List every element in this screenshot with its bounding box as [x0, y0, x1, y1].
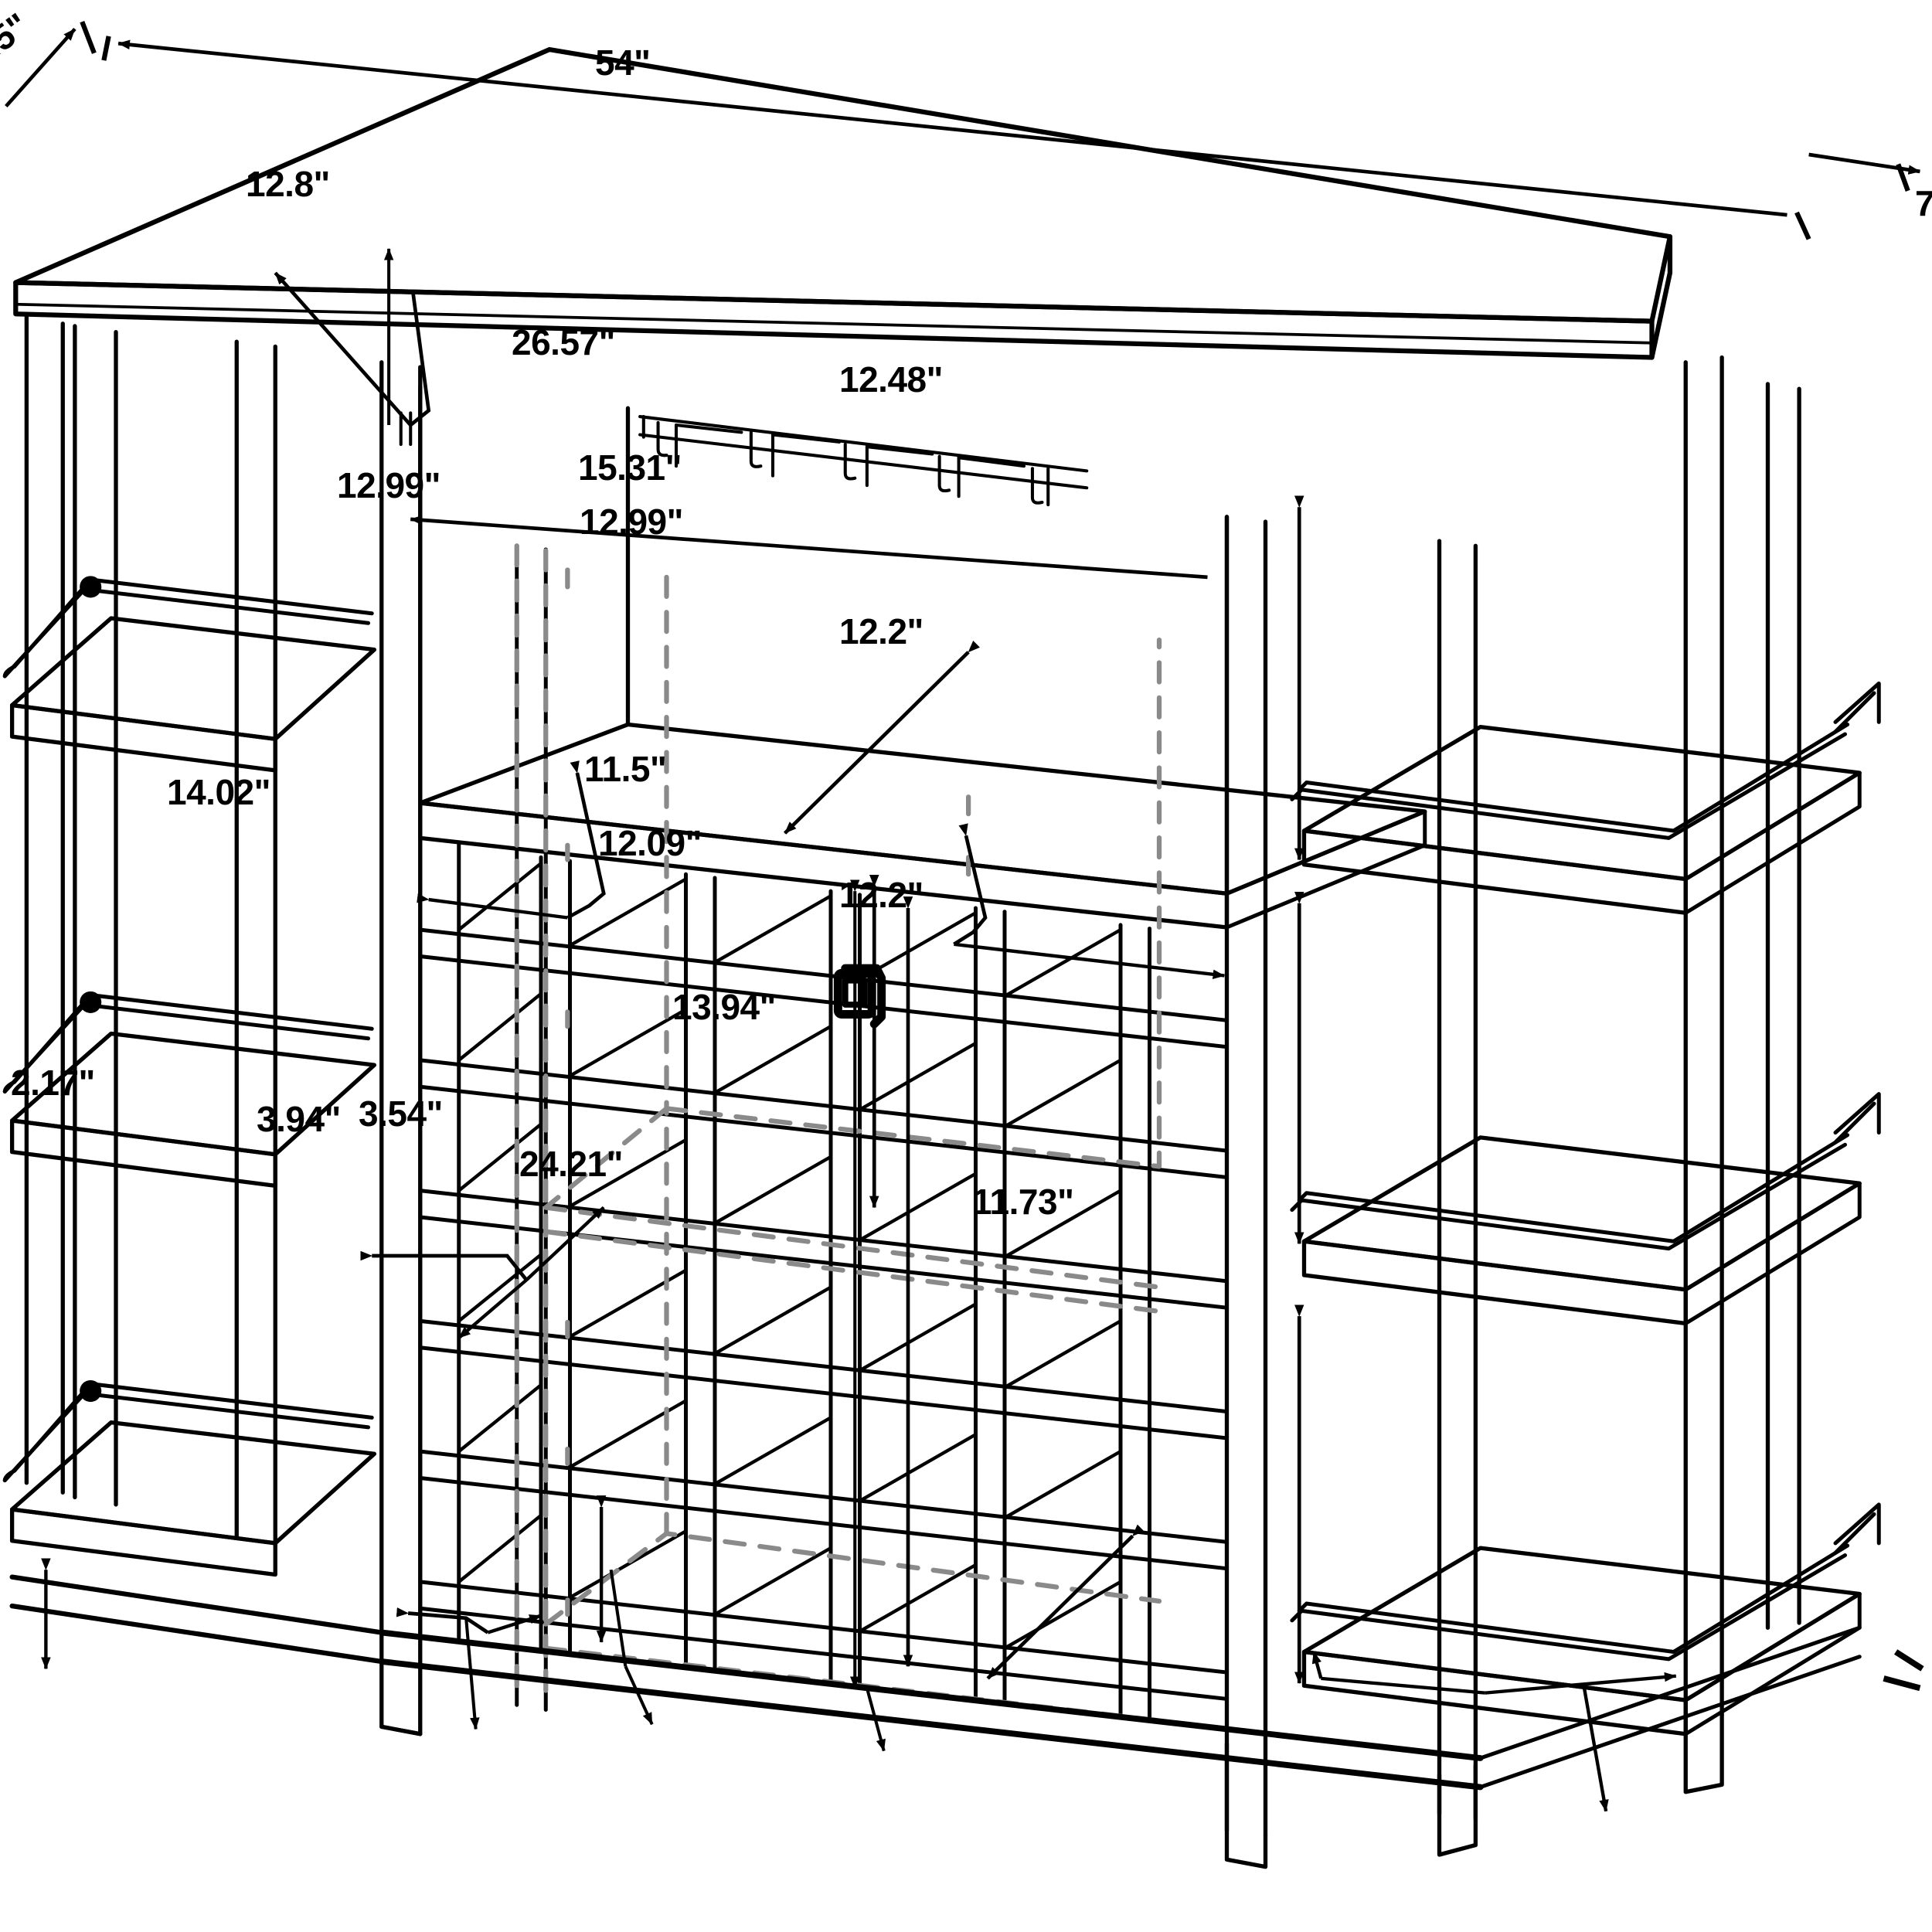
dimension-label-counter: 15.31"	[578, 447, 682, 488]
cabinet-geometry	[2, 46, 1881, 1869]
dimension-label-doorw: 24.21"	[519, 1144, 623, 1184]
top-counter-slab	[13, 46, 1673, 360]
dimension-lines	[5, 21, 1924, 1812]
dimension-label-rgap2: 12.2"	[839, 875, 923, 915]
dimension-label-uprighth: 12.48"	[839, 359, 943, 400]
dimension-label-right_edge: 7	[1915, 183, 1932, 223]
base-stretcher	[9, 1574, 1862, 1791]
dimension-label-toekick: 2.17"	[11, 1063, 95, 1103]
dimension-label-width: 54"	[595, 43, 651, 83]
left-side-shelves-with-rail	[2, 576, 377, 1577]
leg-feet	[379, 1628, 1724, 1869]
dimension-label-cellleft: 12.99"	[337, 465, 440, 505]
dimension-label-openwidth: 26.57"	[512, 322, 615, 362]
stemware-rail	[399, 411, 1089, 507]
dimension-label-glassdrop: 12.8"	[246, 164, 330, 204]
vertical-support-posts	[24, 314, 1801, 1838]
dimension-label-rgap1: 12.2"	[839, 611, 923, 651]
dimension-label-cabinner: 11.5"	[584, 749, 667, 789]
dimension-label-rackdepth: 14.02"	[167, 772, 270, 812]
wine-bottle-lattice	[418, 835, 1229, 1746]
dimension-label-rshelfd: 11.73"	[972, 1182, 1074, 1222]
dimension-label-div394: 3.94"	[257, 1099, 341, 1139]
dimension-label-cellright: 12.99"	[580, 502, 683, 542]
cabinet-hidden-interior	[514, 543, 1162, 1723]
dimension-label-div354: 3.54"	[359, 1094, 443, 1134]
dimension-label-cablower: 12.09"	[598, 823, 702, 863]
dimension-label-cabwidth: 13.94"	[672, 987, 776, 1027]
right-side-shelves-with-rail	[1290, 681, 1881, 1736]
